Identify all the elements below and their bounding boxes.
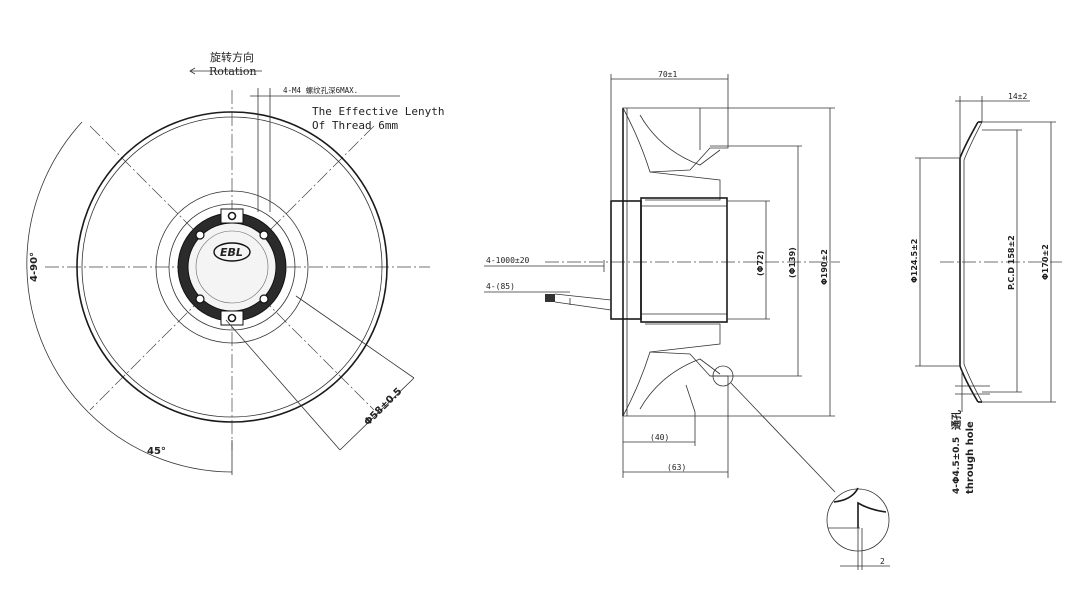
front-view: EBL 旋转方向 Rotation 4-M4 螺纹孔深6MAX. The Eff… <box>26 50 444 475</box>
inlet-ring-view: 14±2 Φ124.5±2 P.C.D 158±2 Φ170±2 通孔 4-Φ4… <box>910 92 1062 494</box>
blade-bottom-edge <box>685 384 696 413</box>
effective-length-line2: Of Thread 6mm <box>312 119 398 132</box>
dia-58-ext-1 <box>295 295 415 379</box>
lead-strip-label: 4-(85) <box>486 282 515 291</box>
width-70-label: 70±1 <box>658 70 677 79</box>
rotation-label-en: Rotation <box>209 65 257 78</box>
blade-top-curve-2 <box>645 171 721 201</box>
dia-170-label: Φ170±2 <box>1041 244 1050 280</box>
dia-58-dimension-line <box>339 377 415 451</box>
inlet-ring-profile <box>959 121 979 403</box>
dia-139-label: (Φ139) <box>788 247 797 278</box>
thread-hole-2 <box>195 230 205 240</box>
angle-90-label: 4-90° <box>29 252 40 282</box>
thread-hole-3 <box>195 294 205 304</box>
inlet-ring-inner <box>963 121 983 403</box>
angle-45-label: 45° <box>147 446 166 457</box>
hub-ring <box>168 203 296 331</box>
dia-72-label: (Φ72) <box>756 251 765 276</box>
rotor-inner-circle <box>195 230 269 304</box>
hole-spec-label: 4-Φ4.5±0.5 <box>952 437 962 494</box>
impeller-inner-rim <box>81 116 383 418</box>
hole-label-cn: 通孔 <box>950 410 963 430</box>
mount-screw-top <box>227 211 237 221</box>
side-view: 70±1 (40) (63) 4-1000±20 4-(85) (Φ72) (Φ… <box>484 70 890 570</box>
hub-plate <box>155 190 309 344</box>
dia-124-label: Φ124.5±2 <box>910 239 919 283</box>
dia-58-ext-2 <box>225 319 341 451</box>
hole-label-en: through hole <box>965 421 976 494</box>
motor-body <box>640 197 728 323</box>
thread-note: 4-M4 螺纹孔深6MAX. <box>283 85 358 95</box>
blade-top-curve-1 <box>639 114 721 166</box>
detail-profile-top <box>833 487 859 503</box>
detail-gap-label: 2 <box>880 557 885 566</box>
brand-logo: EBL <box>213 242 251 262</box>
impeller-outer-rim <box>76 111 388 423</box>
width-40-label: (40) <box>650 433 669 442</box>
pcd-label: P.C.D 158±2 <box>1007 235 1016 290</box>
mount-tab-bottom <box>220 310 244 326</box>
thread-hole-4 <box>259 294 269 304</box>
lead-wire-2 <box>554 301 612 311</box>
lead-wire-tip <box>545 294 555 302</box>
blade-top-outer <box>622 107 729 173</box>
mount-screw-bottom <box>227 313 237 323</box>
motor-rear-cap <box>610 200 642 320</box>
mount-tab-top <box>220 208 244 224</box>
rotation-label-cn: 旋转方向 <box>210 50 254 64</box>
blade-bottom-outer <box>622 351 729 417</box>
detail-profile-main <box>857 501 887 528</box>
lead-length-label: 4-1000±20 <box>486 256 530 265</box>
dia-190-label: Φ190±2 <box>820 249 829 285</box>
detail-leader <box>730 382 836 493</box>
effective-length-line1: The Effective Lenyth <box>312 105 444 118</box>
angle-90-arc <box>26 121 89 413</box>
dia-58-label: Φ58±0.5 <box>362 386 404 428</box>
blade-bottom-curve-2 <box>645 323 721 353</box>
lead-wire-1 <box>554 293 612 301</box>
thread-hole-1 <box>259 230 269 240</box>
width-63-label: (63) <box>667 463 686 472</box>
angle-45-arc <box>87 411 233 473</box>
blade-bottom-curve-1 <box>639 358 721 410</box>
logo-text: EBL <box>220 246 243 259</box>
depth-label: 14±2 <box>1008 92 1027 101</box>
